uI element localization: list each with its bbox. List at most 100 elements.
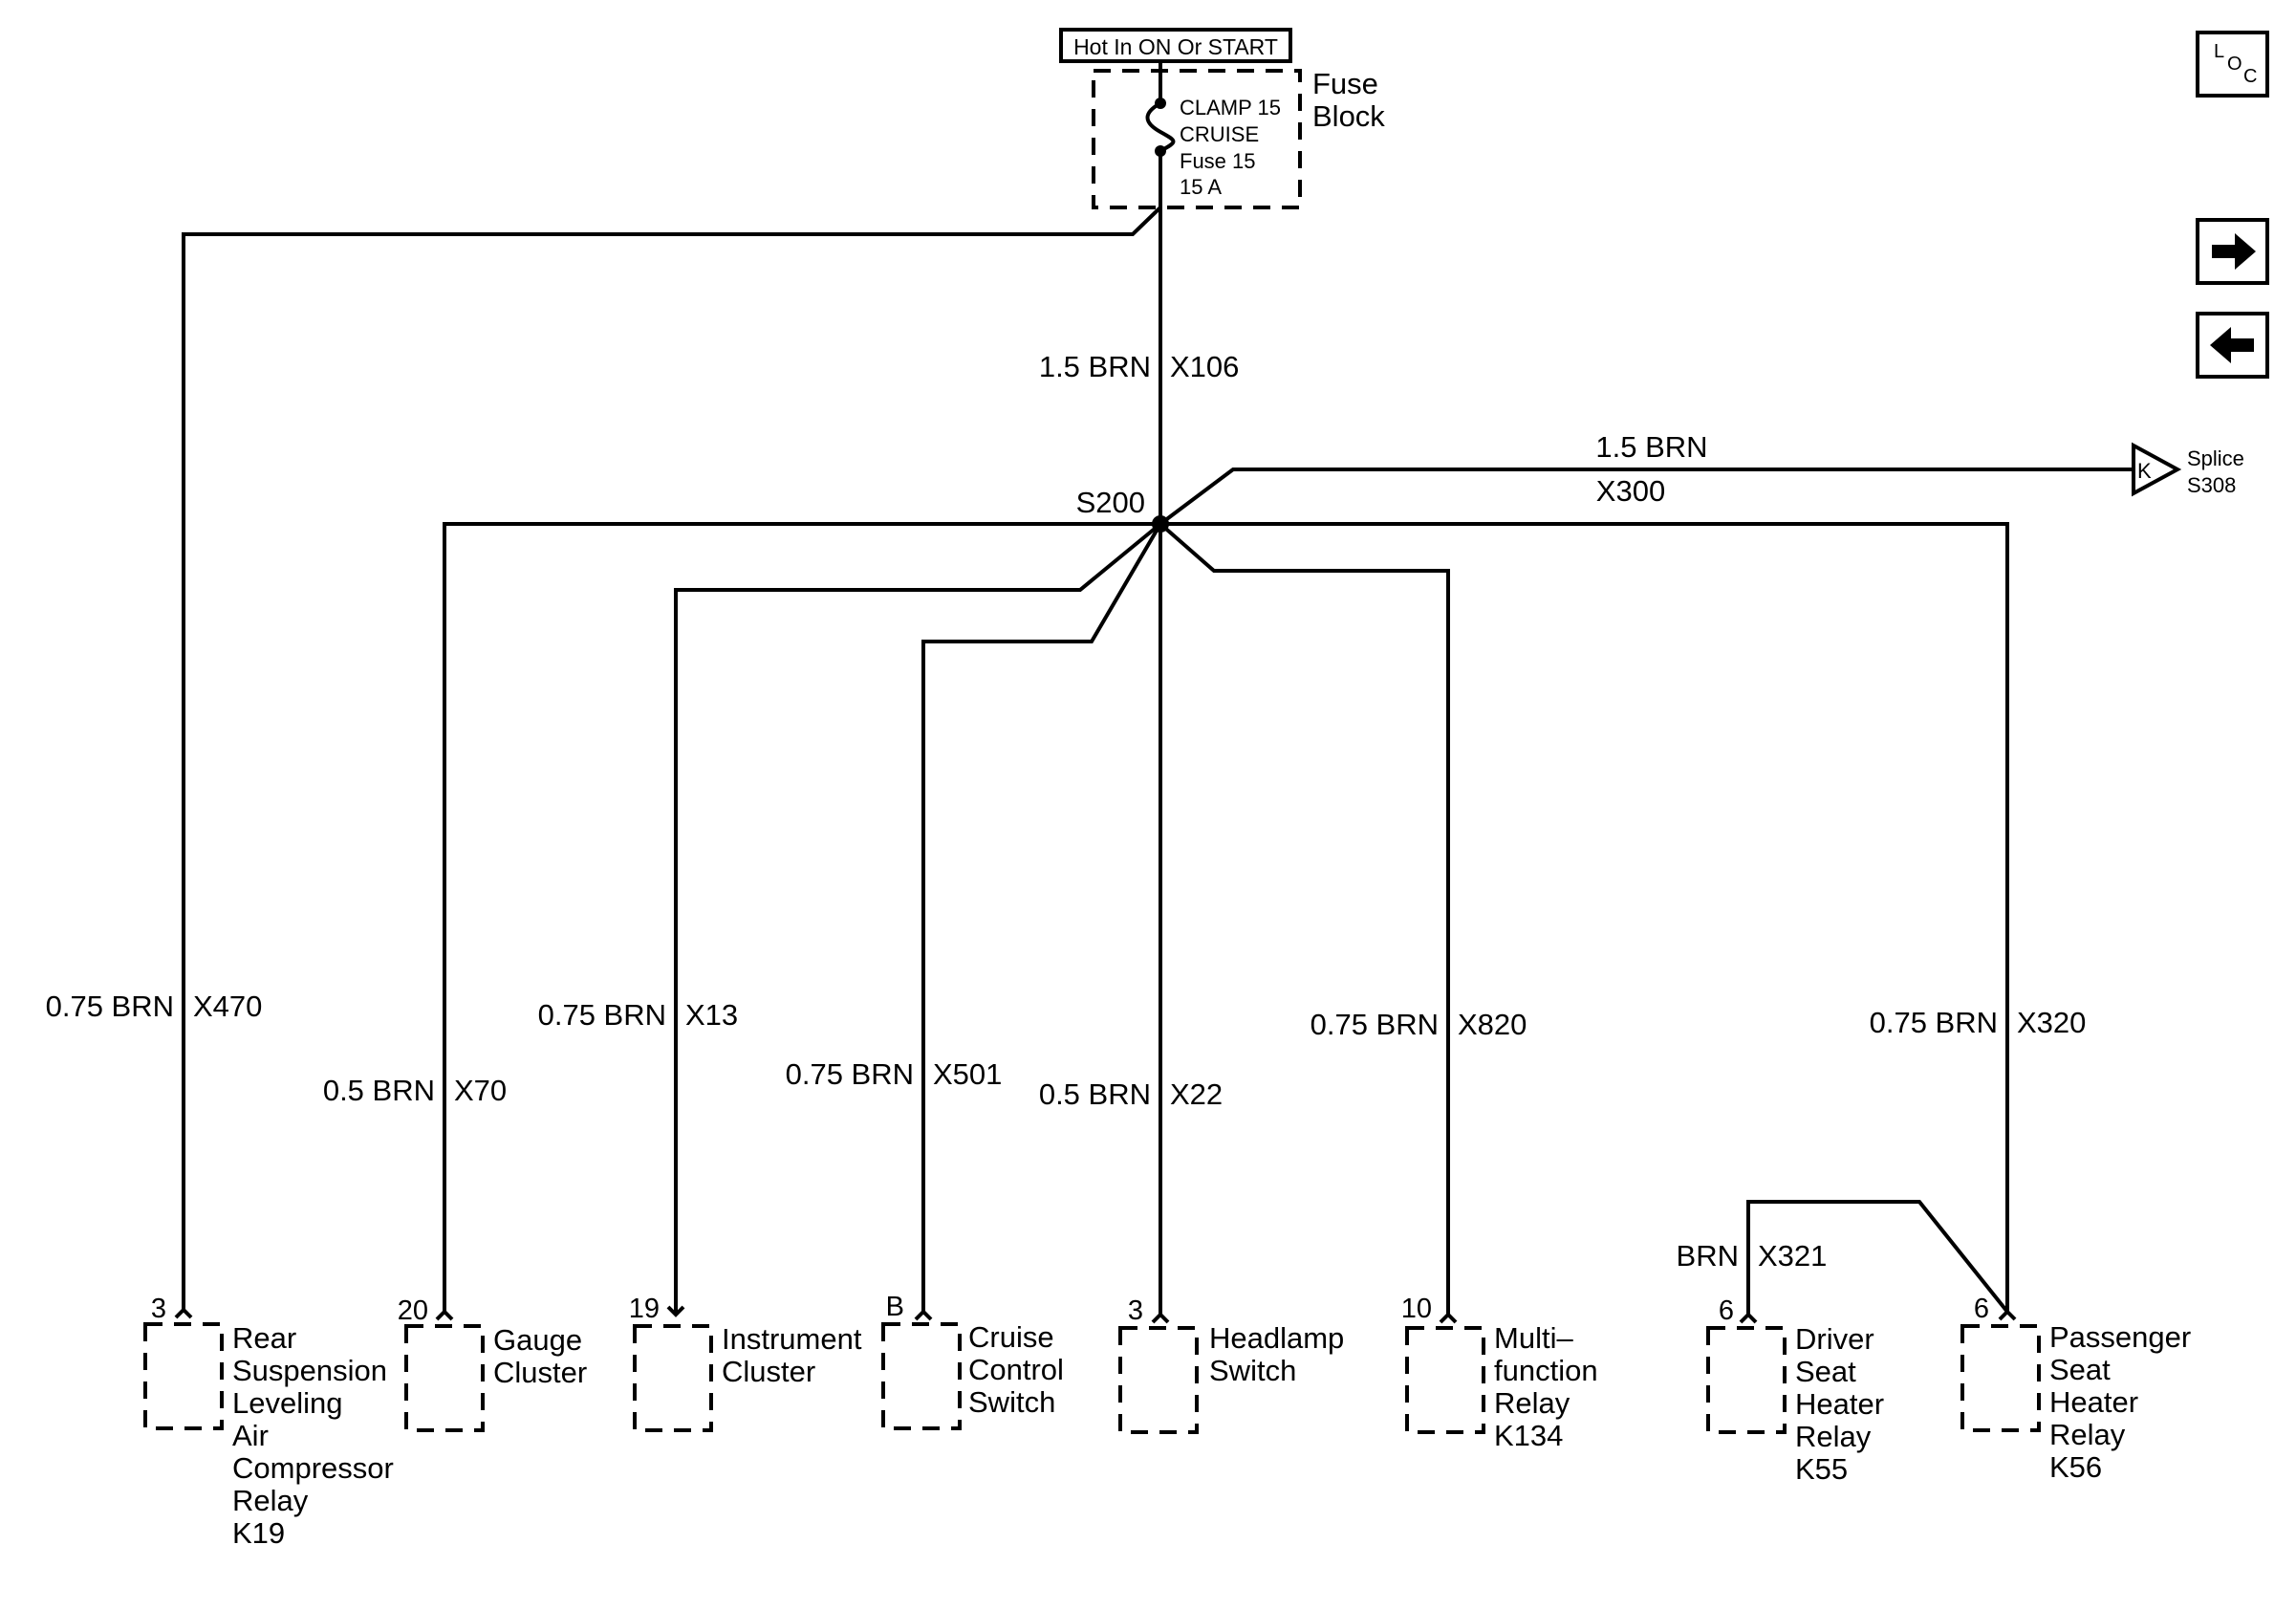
splice-s200-dot — [1152, 515, 1169, 533]
splice-target-line-2: S308 — [2187, 473, 2236, 497]
wire-gauge-label: 1.5 BRN — [1595, 430, 1707, 464]
component-box — [143, 1322, 224, 1430]
connector-pin-icon — [1439, 1312, 1458, 1324]
wire-gauge-label: 0.5 BRN — [323, 1074, 435, 1107]
connector-triangle-icon — [2132, 442, 2182, 497]
connector-pin-icon — [1998, 1309, 2017, 1321]
component-driver-seat-heater-relay: 6 Driver Seat Heater Relay K55 — [1706, 1295, 1884, 1486]
previous-page-button[interactable] — [2196, 312, 2269, 379]
component-label-line: Cluster — [493, 1356, 587, 1389]
component-rear-suspension-relay: 3 Rear Suspension Leveling Air Compresso… — [143, 1294, 394, 1550]
component-label-line: Switch — [1209, 1354, 1296, 1387]
component-label-line: K56 — [2049, 1450, 2102, 1484]
component-label-line: Rear — [232, 1321, 296, 1355]
wire-gauge-label: BRN — [1677, 1239, 1739, 1273]
splice-s308-connector: K Splice S308 — [2132, 442, 2244, 497]
loc-letter-c: C — [2243, 66, 2257, 87]
power-source: Hot In ON Or START — [1059, 28, 1292, 71]
wire-x320 — [1160, 522, 2009, 1312]
wire-circuit-label: X501 — [933, 1057, 1002, 1091]
component-passenger-seat-heater-relay: 6 Passenger Seat Heater Relay K56 — [1960, 1294, 2191, 1484]
wire-x321 — [1746, 1200, 2009, 1315]
component-multifunction-relay: 10 Multi– function Relay K134 — [1401, 1294, 1598, 1452]
component-label-line: Driver — [1795, 1322, 1874, 1356]
wire-gauge-label: 0.75 BRN — [46, 990, 174, 1023]
component-box — [1706, 1326, 1787, 1434]
component-label-line: Cruise — [968, 1320, 1054, 1354]
component-label-line: Heater — [2049, 1385, 2138, 1419]
fuse-block-label-2: Block — [1312, 99, 1385, 133]
pin-label: 20 — [398, 1295, 428, 1326]
connector-pin-icon — [435, 1309, 454, 1321]
wire-circuit-label: X470 — [193, 990, 262, 1023]
wire-gauge-label: 1.5 BRN — [1039, 350, 1151, 383]
component-box — [633, 1324, 713, 1432]
component-label-line: Relay — [1494, 1386, 1570, 1420]
component-label-line: K134 — [1494, 1419, 1563, 1452]
fuse-line-1: CLAMP 15 — [1180, 96, 1281, 120]
wire-x70 — [443, 522, 1160, 1312]
connector-pin-icon — [666, 1305, 685, 1317]
hot-in-label: Hot In ON Or START — [1073, 34, 1278, 59]
wire-circuit-label: X13 — [685, 998, 738, 1032]
component-label-line: Leveling — [232, 1386, 342, 1420]
splice-connector-letter: K — [2137, 459, 2152, 483]
component-label-line: Relay — [232, 1484, 309, 1517]
fuse-block-outline — [1092, 69, 1302, 209]
splice-target-line-1: Splice — [2187, 446, 2244, 470]
pin-label: 10 — [1401, 1294, 1432, 1324]
connector-pin-icon — [174, 1307, 193, 1319]
next-page-button[interactable] — [2196, 218, 2269, 285]
component-box — [1405, 1326, 1485, 1434]
component-label-line: Relay — [2049, 1418, 2126, 1451]
component-label-line: Passenger — [2049, 1320, 2191, 1354]
component-cruise-control-switch: B Cruise Control Switch — [881, 1292, 1064, 1430]
component-label-line: Switch — [968, 1385, 1055, 1419]
wire-circuit-label: X320 — [2017, 1006, 2086, 1039]
fuse-icon — [1145, 101, 1176, 153]
wire-labels: 1.5 BRN X106 S200 1.5 BRN X300 0.75 BRN … — [46, 350, 2087, 1273]
wire-gauge-label: 0.75 BRN — [538, 998, 666, 1032]
component-box — [881, 1322, 962, 1430]
component-label-line: Suspension — [232, 1354, 387, 1387]
component-label-line: Seat — [1795, 1355, 1856, 1388]
component-label-line: Seat — [2049, 1353, 2111, 1386]
pin-label: 6 — [1719, 1295, 1734, 1326]
component-label-line: Multi– — [1494, 1321, 1573, 1355]
arrow-left-icon — [2210, 327, 2254, 363]
fuse-line-3: Fuse 15 — [1180, 149, 1256, 173]
component-instrument-cluster: 19 Instrument Cluster — [629, 1294, 862, 1432]
wire-gauge-label: 0.75 BRN — [1870, 1006, 1998, 1039]
component-label-line: K55 — [1795, 1452, 1848, 1486]
connector-pin-icon — [914, 1309, 933, 1321]
component-gauge-cluster: 20 Gauge Cluster — [398, 1295, 587, 1432]
loc-letter-l: L — [2214, 41, 2224, 62]
wire-x820 — [1159, 522, 1450, 1315]
loc-button[interactable]: L O C — [2196, 31, 2269, 98]
wire-x501 — [921, 522, 1162, 1312]
loc-icon — [2196, 31, 2269, 98]
pin-label: 6 — [1974, 1294, 1989, 1324]
component-box — [404, 1324, 485, 1432]
component-box — [1960, 1324, 2041, 1432]
wire-circuit-label: X300 — [1596, 474, 1665, 508]
wire-network — [182, 151, 2134, 1315]
component-headlamp-switch: 3 Headlamp Switch — [1118, 1295, 1344, 1434]
pin-label: 19 — [629, 1294, 660, 1324]
pin-label: 3 — [151, 1294, 166, 1324]
wire-circuit-label: X70 — [454, 1074, 507, 1107]
pin-label: B — [886, 1292, 904, 1322]
wire-circuit-label: X22 — [1170, 1077, 1223, 1111]
connector-pin-icon — [1151, 1312, 1170, 1324]
component-label-line: Instrument — [722, 1322, 862, 1356]
wire-circuit-label: X106 — [1170, 350, 1239, 383]
wire-gauge-label: 0.75 BRN — [786, 1057, 914, 1091]
component-label-line: Gauge — [493, 1323, 582, 1357]
wire-x470 — [182, 206, 1162, 1310]
hot-in-label-box — [1059, 28, 1292, 63]
wire-gauge-label: 0.75 BRN — [1310, 1008, 1439, 1041]
splice-label: S200 — [1076, 486, 1145, 519]
component-label-line: Compressor — [232, 1451, 394, 1485]
fuse-line-2: CRUISE — [1180, 122, 1259, 146]
